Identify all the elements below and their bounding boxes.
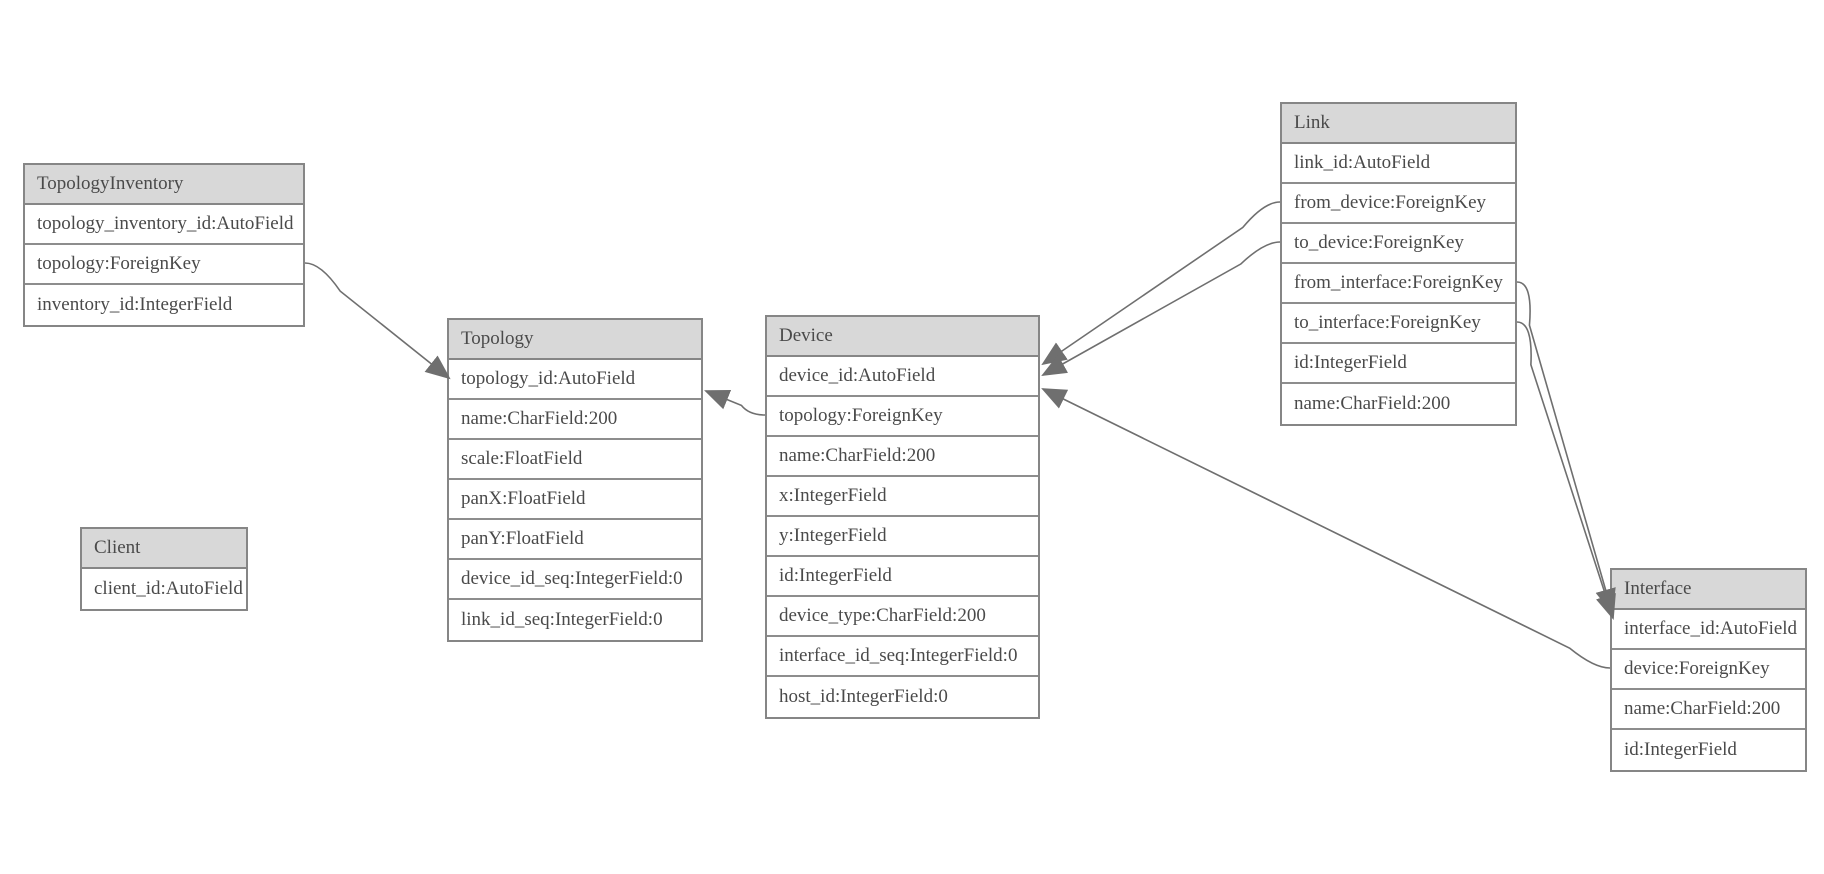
entity-header: Device	[767, 317, 1038, 357]
field-row: topology_inventory_id:AutoField	[25, 205, 303, 245]
field-row: panX:FloatField	[449, 480, 701, 520]
field-row: topology:ForeignKey	[767, 397, 1038, 437]
entity-header: Interface	[1612, 570, 1805, 610]
entity-Client: Client client_id:AutoField	[80, 527, 248, 611]
field-row: to_interface:ForeignKey	[1282, 304, 1515, 344]
field-row: name:CharField:200	[449, 400, 701, 440]
field-row: device_type:CharField:200	[767, 597, 1038, 637]
field-row: panY:FloatField	[449, 520, 701, 560]
relation-line-Device.topology-to-Topology	[704, 389, 766, 416]
field-row: from_interface:ForeignKey	[1282, 264, 1515, 304]
entity-title: Device	[779, 325, 833, 346]
field-row: inventory_id:IntegerField	[37, 294, 233, 315]
relation-line-Link.from_interface-to-Interface	[1516, 281, 1616, 615]
entity-header: Client	[82, 529, 246, 569]
relation-line-TopologyInventory.topology-to-Topology	[304, 262, 451, 380]
entity-title: TopologyInventory	[37, 173, 184, 194]
field-row: name:CharField:200	[1294, 393, 1451, 414]
field-row: y:IntegerField	[767, 517, 1038, 557]
entity-header: Topology	[449, 320, 701, 360]
field-row: interface_id_seq:IntegerField:0	[767, 637, 1038, 677]
field-row: id:IntegerField	[767, 557, 1038, 597]
field-row: name:CharField:200	[1612, 690, 1805, 730]
relation-line-Link.to_interface-to-Interface	[1516, 321, 1616, 620]
field-row: scale:FloatField	[449, 440, 701, 480]
field-row: link_id:AutoField	[1282, 144, 1515, 184]
field-row: interface_id:AutoField	[1612, 610, 1805, 650]
entity-TopologyInventory: TopologyInventory topology_inventory_id:A…	[23, 163, 305, 327]
field-row: from_device:ForeignKey	[1282, 184, 1515, 224]
relation-line-Interface.device-to-Device	[1041, 388, 1611, 669]
entity-title: Interface	[1624, 578, 1692, 599]
field-row: device_id:AutoField	[767, 357, 1038, 397]
relation-line-Link.to_device-to-Device	[1041, 241, 1281, 377]
entity-header: Link	[1282, 104, 1515, 144]
field-row: link_id_seq:IntegerField:0	[461, 609, 663, 630]
field-row: id:IntegerField	[1624, 739, 1737, 760]
field-row: to_device:ForeignKey	[1282, 224, 1515, 264]
field-row: x:IntegerField	[767, 477, 1038, 517]
relation-line-Link.from_device-to-Device	[1041, 201, 1281, 366]
entity-header: TopologyInventory	[25, 165, 303, 205]
field-row: name:CharField:200	[767, 437, 1038, 477]
field-row: topology_id:AutoField	[449, 360, 701, 400]
field-row: device_id_seq:IntegerField:0	[449, 560, 701, 600]
entity-title: Client	[94, 537, 141, 558]
field-row: client_id:AutoField	[94, 578, 243, 599]
field-row: topology:ForeignKey	[25, 245, 303, 285]
field-row: host_id:IntegerField:0	[779, 686, 948, 707]
entity-title: Link	[1294, 112, 1330, 133]
field-row: device:ForeignKey	[1612, 650, 1805, 690]
entity-title: Topology	[461, 328, 534, 349]
field-row: id:IntegerField	[1282, 344, 1515, 384]
